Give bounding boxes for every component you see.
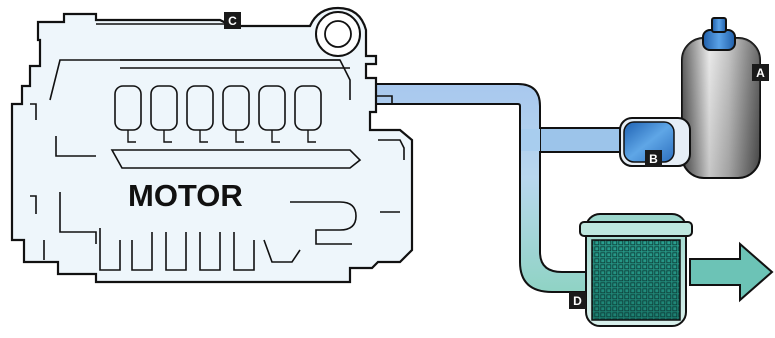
marker-b: B [645, 150, 662, 167]
marker-d: D [569, 292, 586, 309]
marker-c: C [224, 12, 241, 29]
tank-a [681, 17, 761, 179]
marker-c-label: C [228, 14, 237, 28]
motor-label: MOTOR [128, 178, 243, 213]
engine-cylinders [114, 85, 322, 143]
marker-a-label: A [756, 66, 765, 80]
marker-b-label: B [649, 152, 658, 166]
filter-d [579, 213, 693, 327]
marker-d-label: D [573, 294, 582, 308]
marker-a: A [752, 64, 769, 81]
unit-b [619, 117, 691, 167]
engine-ribs [99, 228, 301, 271]
engine-block: MOTOR [10, 6, 414, 284]
outlet-arrow [689, 241, 774, 303]
